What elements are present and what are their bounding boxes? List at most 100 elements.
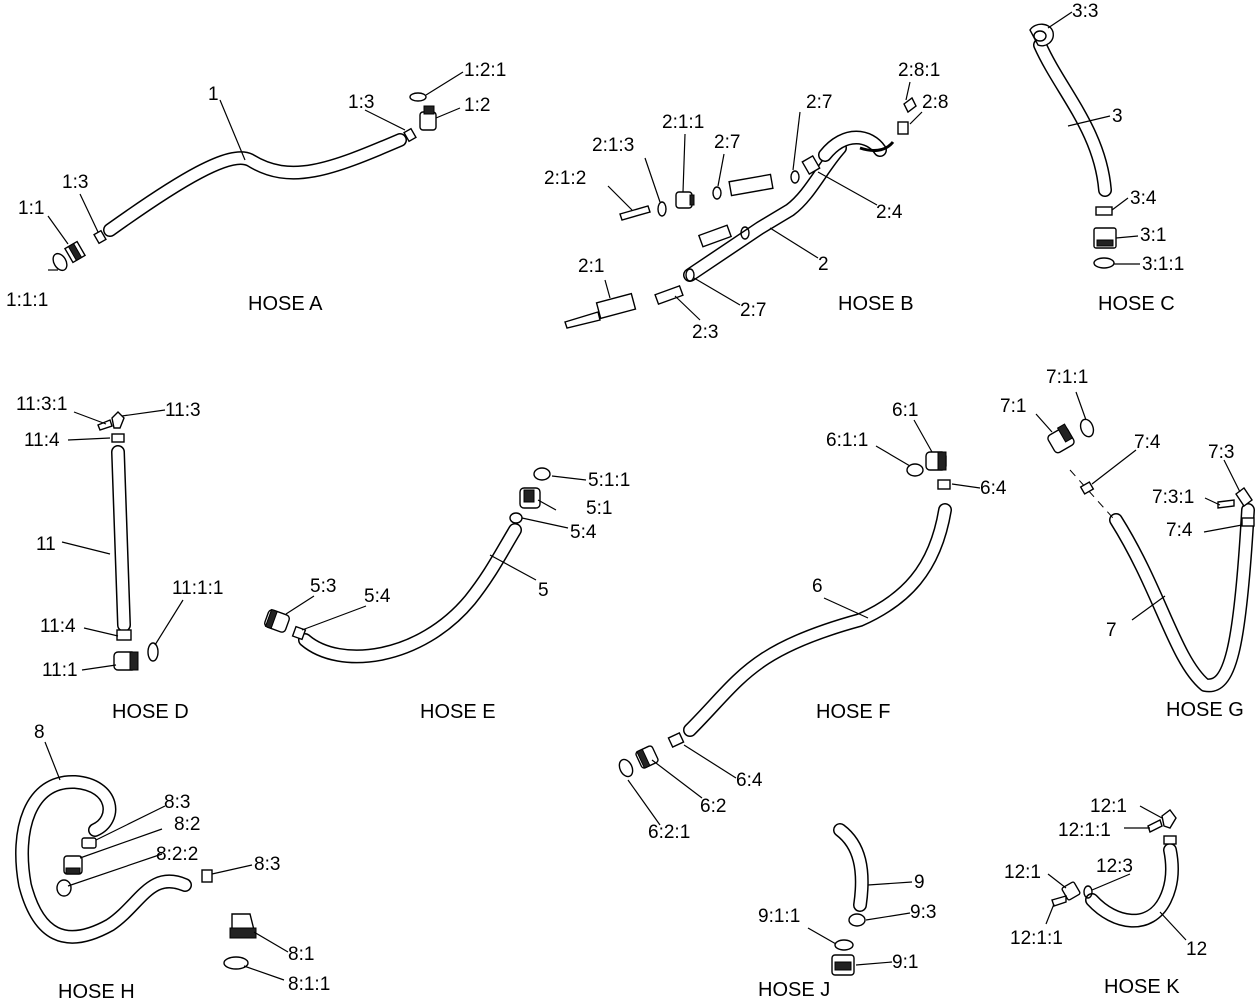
hose-h-label-8-2-2: 8:2:2 [156, 844, 198, 865]
hose-k-title: HOSE K [1104, 976, 1180, 998]
hose-f-label-6-1-1: 6:1:1 [826, 430, 868, 451]
hose-k-label-12-3: 12:3 [1096, 856, 1133, 877]
hose-b-label-2-7-top: 2:7 [806, 92, 832, 113]
hose-e-label-5: 5 [538, 580, 549, 601]
hose-e-assembly: 5 5:1 5:1:1 5:3 5:4 5:4 HOSE E [264, 467, 630, 723]
hose-b-assembly: 2 2:1 2:1:1 2:1:2 2:1:3 2:3 2:4 2:7 2:7 … [544, 60, 948, 343]
hose-g-title: HOSE G [1166, 699, 1244, 721]
hose-k-assembly: 12 12:1 12:1 12:1:1 12:1:1 12:3 HOSE K [1004, 796, 1207, 998]
hose-d-label-11-1-1: 11:1:1 [172, 578, 223, 599]
hose-e-fitting-5-1 [519, 487, 541, 509]
hose-k-label-12-1-1-top: 12:1:1 [1058, 820, 1111, 841]
hose-e-label-5-1: 5:1 [586, 498, 612, 519]
hose-g-label-7-4-bottom: 7:4 [1166, 520, 1193, 541]
hose-g-label-7: 7 [1106, 620, 1117, 641]
hose-b-label-2-1-1: 2:1:1 [662, 112, 704, 133]
hose-j-label-9-1: 9:1 [892, 952, 918, 973]
hose-h-assembly: 8 8:1 8:1:1 8:2 8:2:2 8:3 8:3 HOSE H [15, 722, 330, 1003]
hose-f-fitting-6-1 [925, 451, 947, 471]
hose-j-label-9: 9 [914, 872, 925, 893]
hose-e-title: HOSE E [420, 701, 496, 723]
hose-f-label-6: 6 [812, 576, 823, 597]
hose-f-label-6-4-bottom: 6:4 [736, 770, 763, 791]
hose-b-label-2-3: 2:3 [692, 322, 718, 343]
hose-d-label-11: 11 [36, 534, 56, 555]
hose-e-label-5-3: 5:3 [310, 576, 336, 597]
hose-c-label-3-1-1: 3:1:1 [1142, 254, 1184, 275]
hose-h-label-8: 8 [34, 722, 45, 743]
hose-f-fitting-6-2 [635, 745, 659, 769]
hose-e-fitting-5-3 [264, 608, 290, 633]
hose-b-label-2-7-mid: 2:7 [714, 132, 740, 153]
hose-c-label-3-1: 3:1 [1140, 225, 1166, 246]
hose-a-label-1-2-1: 1:2:1 [464, 60, 506, 81]
hose-a-fitting-1-1 [63, 240, 87, 264]
hose-b-label-2-1-2: 2:1:2 [544, 168, 586, 189]
hose-a-label-1: 1 [208, 84, 219, 105]
hose-a-label-1-1-1: 1:1:1 [6, 290, 48, 311]
hose-a-title: HOSE A [248, 293, 323, 315]
hose-a-label-1-3-left: 1:3 [62, 172, 88, 193]
hose-b-label-2-4: 2:4 [876, 202, 903, 223]
hose-h-label-8-3-top: 8:3 [164, 792, 190, 813]
hose-d-assembly: 11 11:1 11:1:1 11:3 11:3:1 11:4 11:4 HOS… [16, 394, 223, 723]
hose-b-label-2-8: 2:8 [922, 92, 948, 113]
hose-j-label-9-3: 9:3 [910, 902, 936, 923]
hose-a-label-1-3-right: 1:3 [348, 92, 374, 113]
hose-d-label-11-4-bottom: 11:4 [40, 616, 76, 637]
hose-g-label-7-3: 7:3 [1208, 442, 1234, 463]
hose-k-label-12-1-1-bottom: 12:1:1 [1010, 928, 1063, 949]
hose-a-label-1-1: 1:1 [18, 198, 44, 219]
hose-h-title: HOSE H [58, 981, 135, 1003]
hose-f-label-6-2: 6:2 [700, 796, 726, 817]
hose-c-label-3: 3 [1112, 106, 1123, 127]
hose-d-label-11-3-1: 11:3:1 [16, 394, 67, 415]
hose-b-label-2-1: 2:1 [578, 256, 604, 277]
hose-b-label-2-1-3: 2:1:3 [592, 135, 634, 156]
hose-a-fitting-1-2 [419, 105, 437, 131]
hose-b-label-2-7-bottom: 2:7 [740, 300, 766, 321]
hose-h-label-8-2: 8:2 [174, 814, 200, 835]
hose-b-label-2: 2 [818, 254, 829, 275]
hose-h-label-8-3-right: 8:3 [254, 854, 280, 875]
hose-g-assembly: 7 7:1 7:1:1 7:3 7:3:1 7:4 7:4 HOSE G [1000, 367, 1255, 721]
hose-j-label-9-1-1: 9:1:1 [758, 906, 800, 927]
hose-d-label-11-1: 11:1 [42, 660, 78, 681]
hose-k-label-12-1-top: 12:1 [1090, 796, 1127, 817]
hose-g-fitting-7-1 [1047, 423, 1075, 454]
hose-g-label-7-1-1: 7:1:1 [1046, 367, 1088, 388]
hose-a-label-1-2: 1:2 [464, 95, 490, 116]
hose-g-label-7-1: 7:1 [1000, 396, 1026, 417]
hose-c-title: HOSE C [1098, 293, 1175, 315]
hose-c-assembly: 3 3:1 3:1:1 3:3 3:4 HOSE C [1029, 1, 1184, 315]
hose-g-label-7-3-1: 7:3:1 [1152, 487, 1194, 508]
hose-e-label-5-4-bottom: 5:4 [364, 586, 391, 607]
hose-a-assembly: 1 1:1 1:1:1 1:2 1:2:1 1:3 1:3 HOSE A [6, 60, 506, 315]
hose-f-title: HOSE F [816, 701, 890, 723]
hose-c-label-3-4: 3:4 [1130, 188, 1157, 209]
hose-g-label-7-4-top: 7:4 [1134, 432, 1161, 453]
hose-d-label-11-4-top: 11:4 [24, 430, 60, 451]
hose-h-label-8-1-1: 8:1:1 [288, 974, 330, 995]
hose-b-label-2-8-1: 2:8:1 [898, 60, 940, 81]
hose-k-label-12-1-left: 12:1 [1004, 862, 1041, 883]
hose-d-fitting-11-1 [113, 651, 139, 671]
hose-e-label-5-4-top: 5:4 [570, 522, 597, 543]
hose-k-label-12: 12 [1186, 939, 1207, 960]
hose-d-label-11-3: 11:3 [165, 400, 201, 421]
hose-b-title: HOSE B [838, 293, 914, 315]
hose-f-label-6-2-1: 6:2:1 [648, 822, 690, 843]
hose-e-label-5-1-1: 5:1:1 [588, 470, 630, 491]
hose-h-fitting-8-2 [63, 855, 83, 875]
hose-h-fitting-8-1 [229, 913, 257, 939]
hose-j-assembly: 9 9:1 9:1:1 9:3 HOSE J [758, 823, 936, 1001]
hose-j-title: HOSE J [758, 979, 830, 1001]
hose-h-label-8-1: 8:1 [288, 944, 314, 965]
hose-d-title: HOSE D [112, 701, 189, 723]
hose-f-assembly: 6 6:1 6:1:1 6:2 6:2:1 6:4 6:4 HOSE F [618, 400, 1007, 843]
hose-c-label-3-3: 3:3 [1072, 1, 1098, 22]
hose-j-fitting-9-1 [831, 954, 855, 976]
hose-f-label-6-1: 6:1 [892, 400, 918, 421]
hose-f-label-6-4-top: 6:4 [980, 478, 1007, 499]
